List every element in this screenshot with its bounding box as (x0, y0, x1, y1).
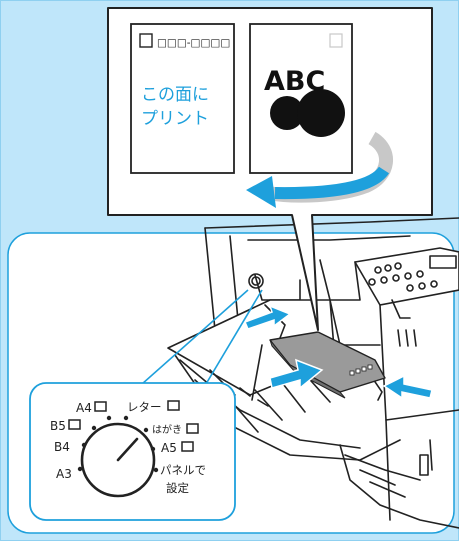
dial-label-letter: レター (127, 400, 162, 414)
dial-label-b4: B4 (54, 440, 70, 454)
print-side-label-line2: プリント (141, 109, 209, 129)
postcard-picture-side: ABC (250, 24, 352, 173)
a5-landscape-icon (182, 442, 193, 451)
hagaki-landscape-icon (187, 424, 198, 433)
a4-landscape-icon (95, 402, 106, 411)
b5-landscape-icon (69, 420, 80, 429)
dial-label-panel-line1: パネルで (160, 463, 206, 477)
dial-label-panel-line2: 設定 (166, 481, 189, 495)
dial-label-a5: A5 (161, 441, 177, 455)
postcard-address-side: □□□-□□□□ この面に プリント (131, 24, 234, 173)
postal-code-boxes: □□□-□□□□ (157, 37, 230, 49)
dial-label-a4: A4 (76, 401, 92, 415)
print-side-label-line1: この面に (141, 85, 209, 105)
paper-size-dial[interactable] (82, 424, 154, 496)
dial-label-b5: B5 (50, 419, 66, 433)
letter-landscape-icon (168, 401, 179, 410)
dial-label-hagaki: はがき (152, 423, 182, 436)
dial-label-a3: A3 (56, 467, 72, 481)
